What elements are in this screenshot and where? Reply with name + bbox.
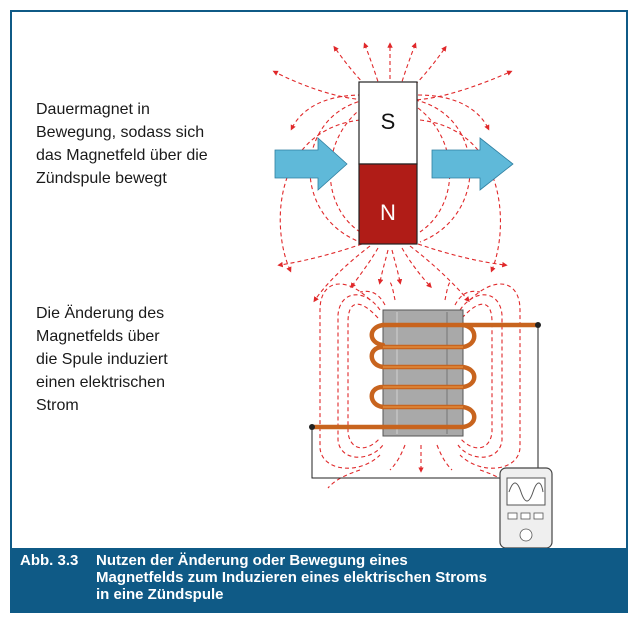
magnet-description-line: Zündspule bewegt — [36, 170, 167, 187]
coil-field-lines — [319, 281, 521, 489]
magnet-north-pole — [358, 163, 418, 245]
coil-windings-front — [383, 346, 463, 408]
caption-line: Nutzen der Änderung oder Bewegung eines — [96, 552, 408, 569]
coil-description-line: die Spule induziert — [36, 351, 168, 368]
coil-core — [382, 309, 464, 437]
coil-description-line: Die Änderung des — [36, 305, 165, 322]
motion-arrow-icon — [274, 137, 348, 191]
north-pole-label: N — [380, 200, 396, 225]
south-pole-label: S — [381, 109, 396, 134]
bar-magnet: S N — [358, 81, 418, 245]
magnet-description-line: Dauermagnet in — [36, 101, 150, 118]
motion-arrow-icon — [431, 137, 514, 191]
figure-caption: Abb. 3.3 Nutzen der Änderung oder Bewegu… — [10, 548, 628, 613]
figure-caption-text: Nutzen der Änderung oder Bewegung eines … — [96, 552, 616, 603]
coil-description-line: Strom — [36, 397, 79, 414]
coil-description-line: Magnetfelds über — [36, 328, 160, 345]
magnet-description: Dauermagnet in Bewegung, sodass sich das… — [36, 98, 266, 190]
coil-description: Die Änderung des Magnetfelds über die Sp… — [36, 302, 236, 417]
caption-line: in eine Zündspule — [96, 586, 224, 603]
magnet-description-line: Bewegung, sodass sich — [36, 124, 205, 141]
coil-description-line: einen elektrischen — [36, 374, 165, 391]
figure-number: Abb. 3.3 — [20, 552, 79, 569]
wire-node — [535, 322, 541, 328]
oscilloscope-icon — [499, 467, 553, 549]
wire-node — [309, 424, 315, 430]
caption-line: Magnetfelds zum Induzieren eines elektri… — [96, 569, 487, 586]
magnet-description-line: das Magnetfeld über die — [36, 147, 208, 164]
